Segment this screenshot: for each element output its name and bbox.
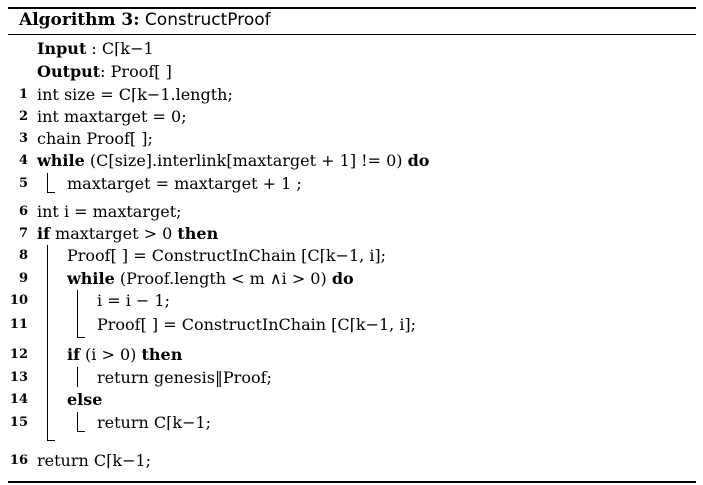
- line-number: 14: [9, 392, 28, 407]
- line-number: 12: [9, 347, 28, 362]
- if-condition: (i > 0): [79, 345, 142, 364]
- top-rule: [8, 7, 696, 9]
- while-block-bar: [47, 173, 48, 193]
- code-line: int size = C⌈k−1.length;: [37, 85, 233, 104]
- line-number: 11: [9, 317, 28, 332]
- loop-condition: (C[size].interlink[maxtarget + 1] != 0): [84, 151, 408, 170]
- code-line: int i = maxtarget;: [37, 202, 182, 221]
- line-number: 8: [18, 248, 28, 263]
- code-line: while (C[size].interlink[maxtarget + 1] …: [37, 150, 429, 172]
- code-line: return C⌈k−1;: [37, 451, 152, 470]
- if-keyword: if: [37, 224, 50, 243]
- code-line: while (Proof.length < m ∧i > 0) do: [67, 268, 354, 290]
- title-rule: [8, 34, 696, 35]
- line-number: 10: [9, 293, 28, 308]
- algorithm-label: Algorithm 3:: [19, 10, 140, 30]
- inner-while-block-end: [77, 337, 85, 338]
- inner-if-block-bar: [77, 367, 78, 387]
- code-line: i = i − 1;: [97, 291, 170, 310]
- algorithm-title: Algorithm 3: ConstructProof: [19, 9, 271, 31]
- code-line: else: [67, 389, 102, 411]
- code-line: if maxtarget > 0 then: [37, 223, 218, 245]
- line-number: 7: [18, 226, 28, 241]
- loop-condition: (Proof.length < m ∧i > 0): [114, 269, 332, 288]
- line-number: 15: [9, 415, 28, 430]
- line-number: 1: [18, 87, 28, 102]
- line-number: 13: [9, 370, 28, 385]
- else-block-bar: [77, 412, 78, 432]
- code-line: Proof[ ] = ConstructInChain [C⌈k−1, i];: [97, 315, 417, 334]
- line-number: 6: [18, 204, 28, 219]
- code-line: chain Proof[ ];: [37, 129, 153, 148]
- code-line: return genesis‖Proof;: [97, 368, 272, 387]
- inner-while-block-bar: [77, 290, 78, 338]
- code-line: int maxtarget = 0;: [37, 107, 187, 126]
- line-number: 5: [18, 176, 28, 191]
- then-keyword: then: [141, 345, 183, 364]
- then-keyword: then: [177, 224, 219, 243]
- do-keyword: do: [407, 151, 430, 170]
- input-value: : C⌈k−1: [86, 39, 154, 58]
- line-number: 2: [18, 109, 28, 124]
- while-block-end: [47, 192, 55, 193]
- if-block-bar: [47, 245, 48, 441]
- if-block-end: [47, 440, 55, 441]
- line-number: 4: [18, 153, 28, 168]
- algorithm-name: ConstructProof: [144, 10, 271, 30]
- line-number: 3: [18, 131, 28, 146]
- if-condition: maxtarget > 0: [49, 224, 178, 243]
- output-value: : Proof[ ]: [100, 62, 172, 81]
- else-block-end: [77, 431, 85, 432]
- output-keyword: Output: [37, 62, 101, 81]
- while-keyword: while: [37, 151, 85, 170]
- do-keyword: do: [331, 269, 354, 288]
- input-line: Input : C⌈k−1: [37, 38, 154, 60]
- code-line: maxtarget = maxtarget + 1 ;: [67, 174, 302, 193]
- code-line: return C⌈k−1;: [97, 413, 212, 432]
- code-line: Proof[ ] = ConstructInChain [C⌈k−1, i];: [67, 246, 387, 265]
- input-keyword: Input: [37, 39, 87, 58]
- else-keyword: else: [67, 390, 103, 409]
- code-line: if (i > 0) then: [67, 344, 182, 366]
- output-line: Output: Proof[ ]: [37, 61, 172, 83]
- while-keyword: while: [67, 269, 115, 288]
- if-keyword: if: [67, 345, 80, 364]
- line-number: 16: [9, 453, 28, 468]
- line-number: 9: [18, 271, 28, 286]
- bottom-rule: [8, 481, 696, 483]
